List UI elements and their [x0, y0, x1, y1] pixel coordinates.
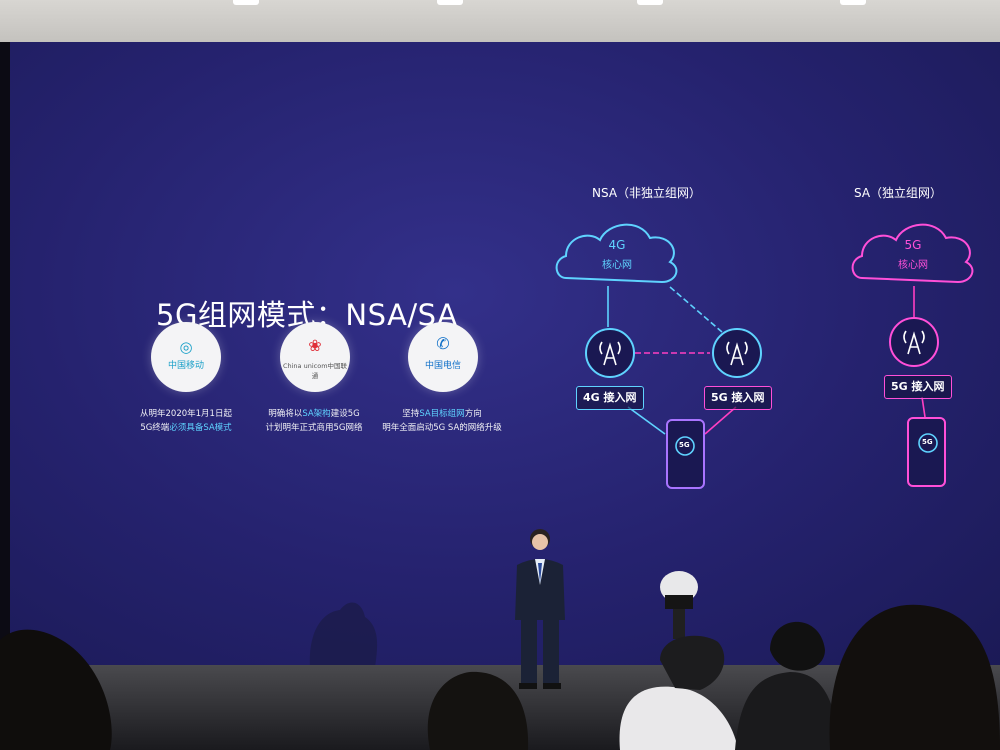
sa-cloud-text: 5G 核心网: [898, 238, 928, 271]
nsa-phone-5g-label: 5G: [679, 441, 690, 449]
tower-icon: [599, 341, 621, 366]
logo-text: 中国电信: [424, 361, 461, 371]
network-diagram: [309, 223, 974, 667]
china-telecom-logo: ✆ 中国电信: [408, 322, 478, 392]
nsa-4g-access-tag: 4G 接入网: [576, 386, 644, 410]
china-telecom-caption: 坚持SA目标组网方向 明年全面启动5G SA的网络升级: [382, 409, 502, 433]
sa-phone-5g-label: 5G: [922, 438, 933, 446]
link-5g-phone: [704, 406, 737, 435]
china-telecom-icon: ✆: [436, 334, 450, 353]
audience: [0, 604, 1000, 750]
sa-phone-badge: [918, 433, 938, 453]
nsa-4g-tower-circle: [585, 328, 635, 378]
china-mobile-icon: ◎: [179, 338, 193, 356]
china-unicom-knot-icon: ❀: [308, 336, 322, 355]
ceiling: [0, 0, 1000, 42]
tower-icon: [903, 330, 925, 355]
china-unicom-caption: 明确将以SA架构建设5G 计划明年正式商用5G网络: [265, 409, 363, 433]
ceiling-light: [437, 0, 463, 5]
tower-icon: [726, 341, 748, 366]
nsa-cloud-text: 4G 核心网: [602, 238, 632, 271]
logo-text: 中国移动: [167, 361, 204, 371]
ceiling-light: [637, 0, 663, 5]
china-unicom-logo: ❀ China unicom中国联通: [280, 322, 350, 392]
china-mobile-logo: ◎ 中国移动: [151, 322, 221, 392]
presentation-screen: 5G组网模式：NSA/SA ◎ 中国移动 ❀ China unicom中国联通 …: [10, 42, 1000, 667]
nsa-5g-access-tag: 5G 接入网: [704, 386, 772, 410]
link-cloud-5g: [669, 286, 723, 333]
ceiling-light: [233, 0, 259, 5]
sa-core-cloud: [851, 223, 974, 284]
sa-5g-access-tag: 5G 接入网: [884, 375, 952, 399]
ceiling-light: [840, 0, 866, 5]
sa-5g-tower-circle: [889, 317, 939, 367]
nsa-5g-tower-circle: [712, 328, 762, 378]
logo-text: China unicom中国联通: [282, 362, 348, 380]
nsa-core-cloud: [555, 223, 678, 284]
sa-link-tower-phone: [921, 396, 926, 418]
nsa-phone-badge: [675, 436, 695, 456]
nsa-heading: NSA（非独立组网）: [592, 186, 702, 200]
sa-heading: SA（独立组网）: [854, 186, 943, 200]
speaker: [515, 529, 565, 689]
camera-device: [660, 571, 698, 639]
speaker-shadow: [309, 602, 378, 667]
china-mobile-caption: 从明年2020年1月1日起 5G终端必须具备SA模式: [140, 409, 232, 433]
link-4g-phone: [627, 406, 666, 435]
nsa-phone: [666, 419, 705, 489]
